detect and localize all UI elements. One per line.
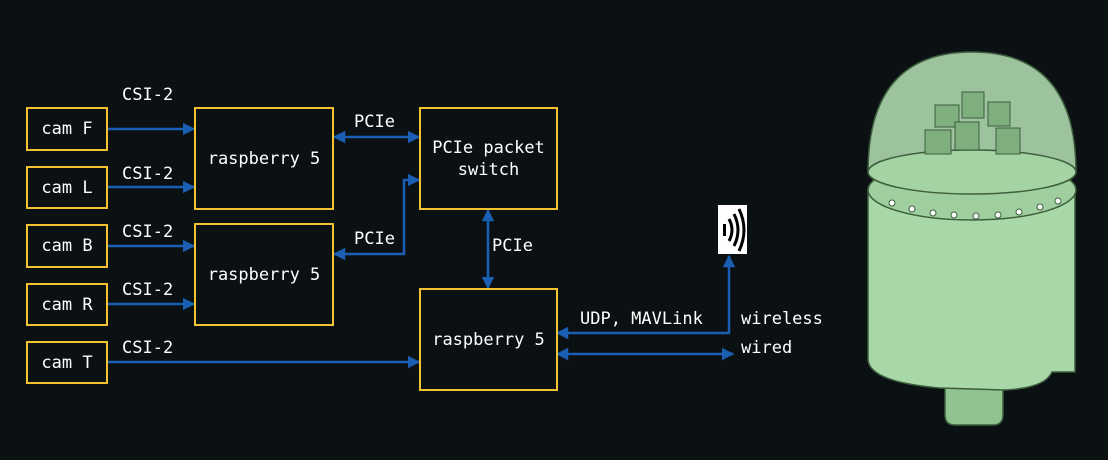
cam-l-box: cam L xyxy=(26,166,108,209)
cam-f-box: cam F xyxy=(26,107,108,151)
wired-label: wired xyxy=(741,338,793,358)
link-pi-main-to-wireless xyxy=(555,254,736,340)
cam-t-box: cam T xyxy=(26,341,108,384)
csi-label-t: CSI-2 xyxy=(122,338,174,358)
cam-b-box: cam B xyxy=(26,224,108,268)
cam-r-box: cam R xyxy=(26,283,108,326)
udp-mavlink-label: UDP, MAVLink xyxy=(580,309,703,329)
link-pi-middle-to-switch xyxy=(332,173,421,261)
pi-main-box: raspberry 5 xyxy=(419,288,558,391)
csi-label-r: CSI-2 xyxy=(122,280,174,300)
csi-label-l: CSI-2 xyxy=(122,164,174,184)
pcie-label-top: PCIe xyxy=(354,112,395,132)
csi-label-b: CSI-2 xyxy=(122,222,174,242)
wireless-label: wireless xyxy=(741,309,823,329)
camera-dome-render xyxy=(867,51,1077,426)
pcie-label-vertical: PCIe xyxy=(492,236,533,256)
wireless-signal-icon xyxy=(718,205,747,254)
pi-top-box: raspberry 5 xyxy=(194,107,334,210)
csi-label-f: CSI-2 xyxy=(122,85,174,105)
pcie-label-middle: PCIe xyxy=(354,229,395,249)
pi-middle-box: raspberry 5 xyxy=(194,223,334,326)
pcie-switch-box: PCIe packet switch xyxy=(419,107,558,210)
